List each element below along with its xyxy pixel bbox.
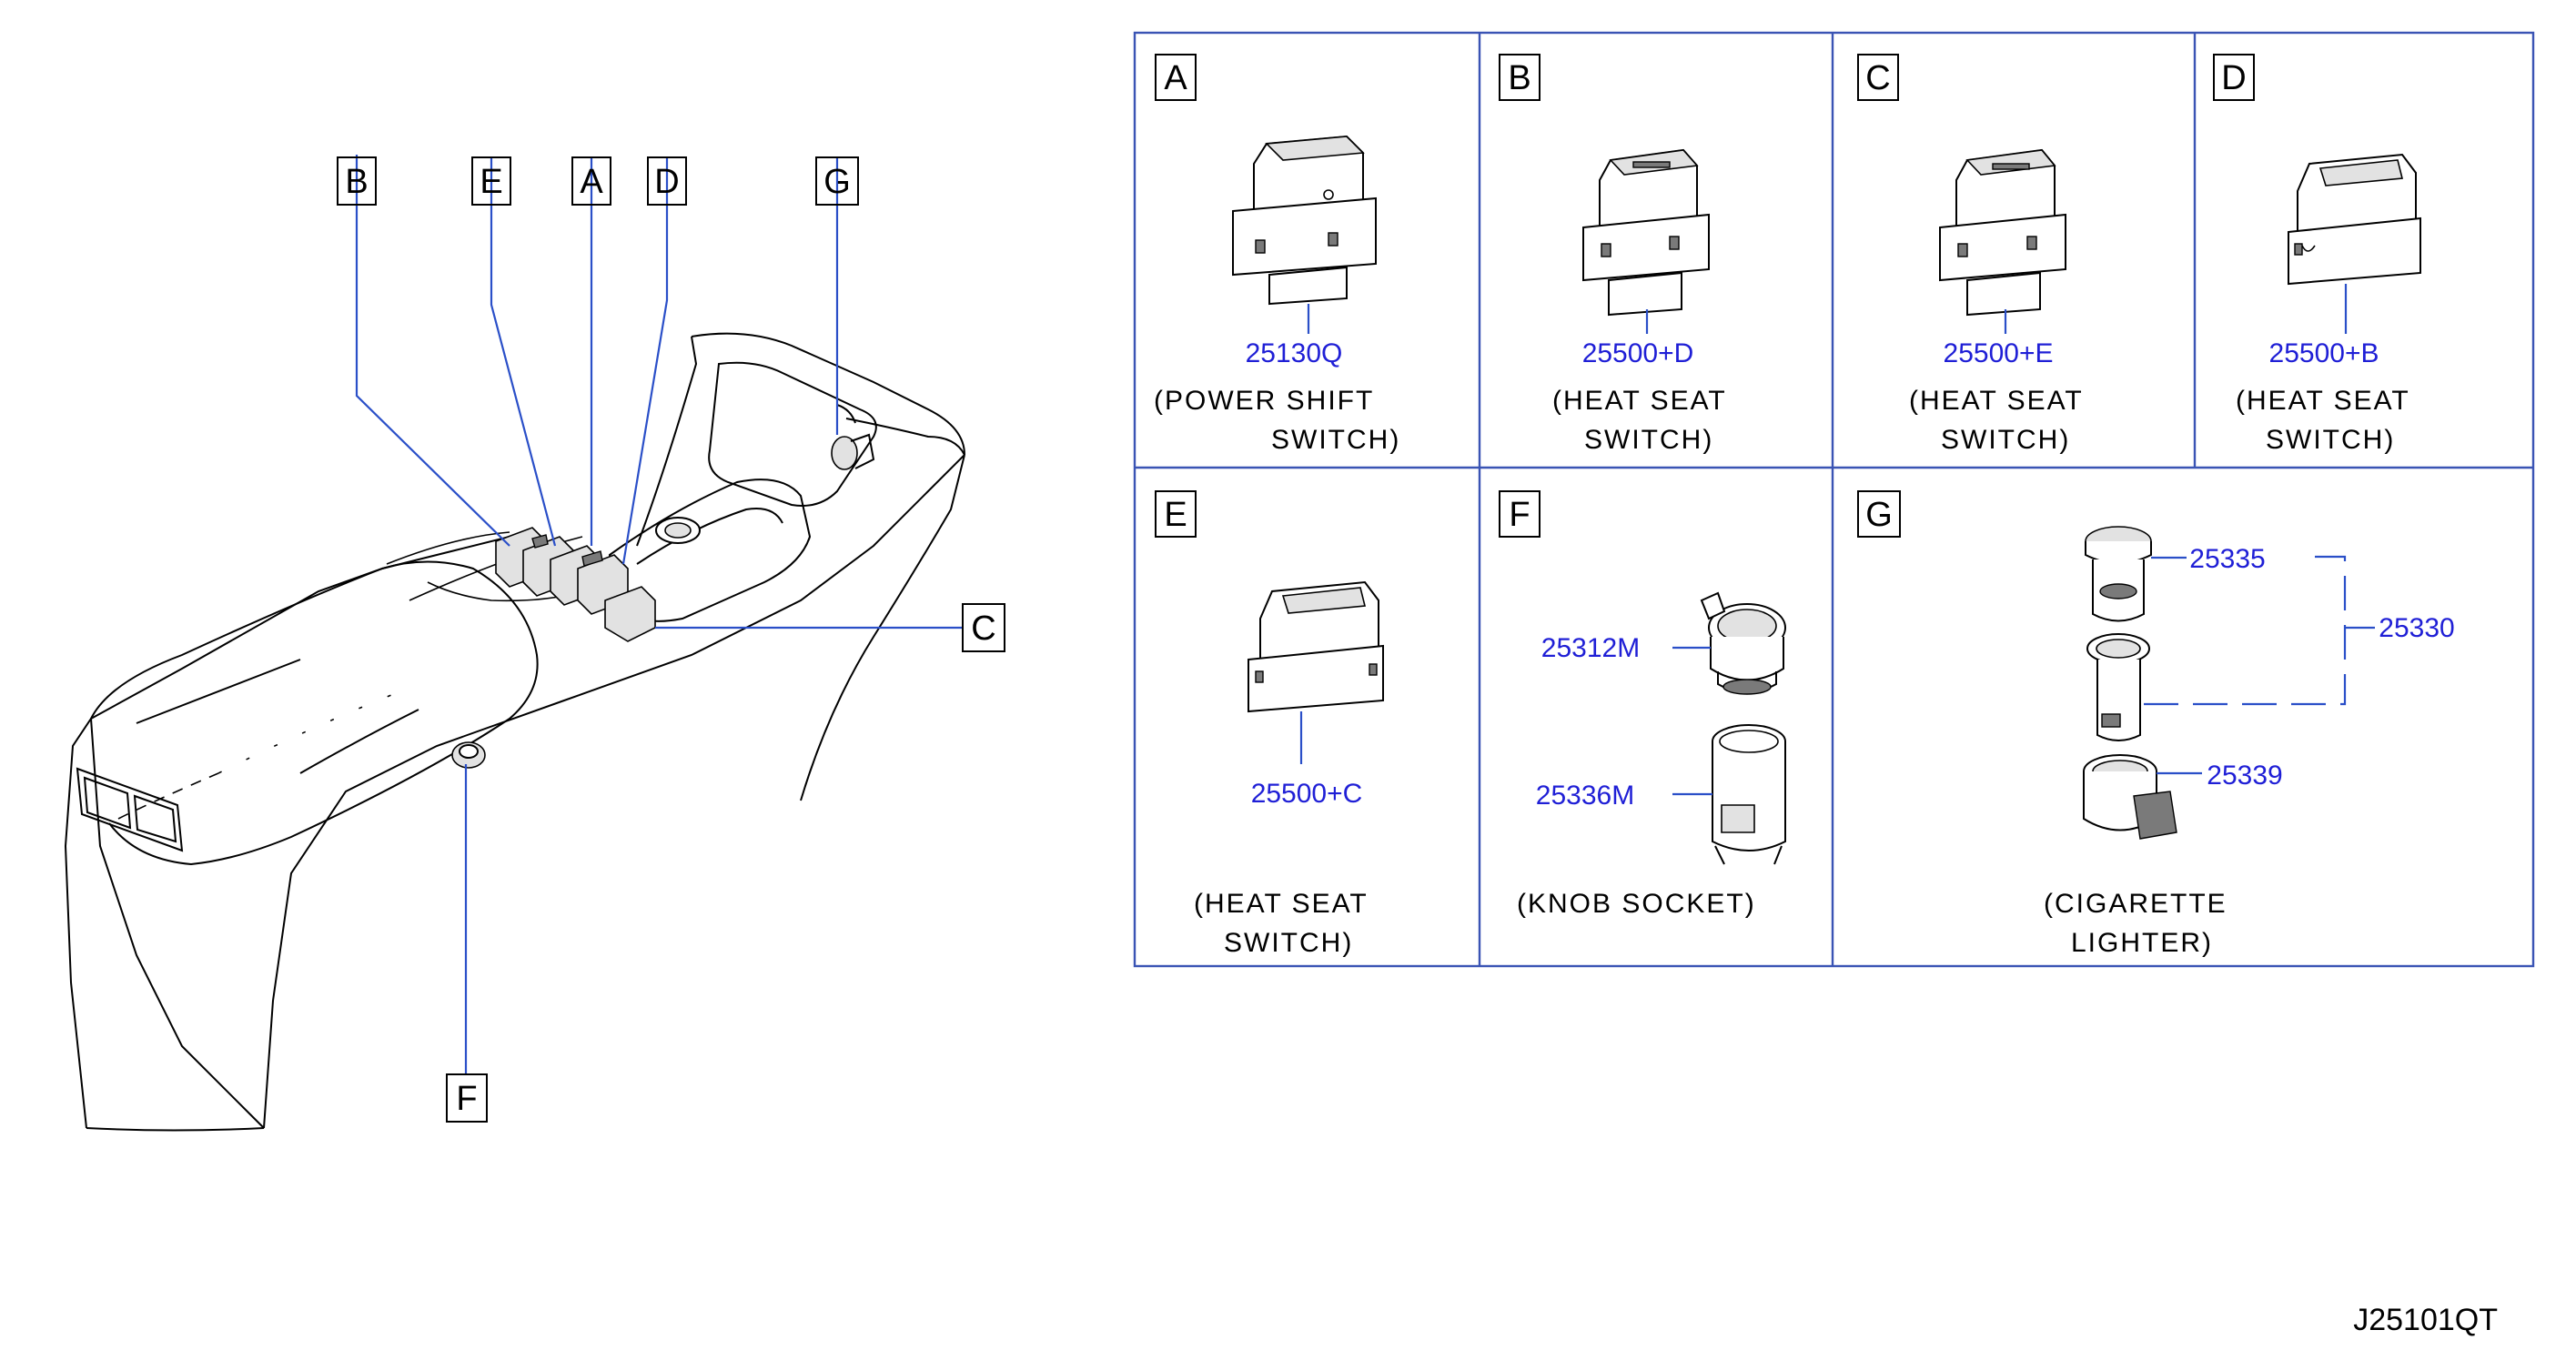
heat-seat-switch-d <box>1582 148 1710 317</box>
svg-text:SWITCH): SWITCH) <box>1941 425 2070 455</box>
svg-text:(HEAT SEAT: (HEAT SEAT <box>2236 386 2410 416</box>
panel-g: G 25335 25330 25339 (CIGARETTE LIGHTER) <box>1857 490 2455 958</box>
panel-b: B 25500+D (HEAT SEAT SWITCH) <box>1499 54 1727 455</box>
callout-D: D <box>647 156 687 206</box>
lighter-element-part <box>2086 633 2150 741</box>
callout-A: A <box>571 156 611 206</box>
svg-text:SWITCH): SWITCH) <box>1584 425 1713 455</box>
panel-a: A 25130Q (POWER SHIFT SWITCH) <box>1154 54 1400 455</box>
svg-text:25312M: 25312M <box>1541 633 1640 663</box>
switch-cluster <box>495 527 656 642</box>
svg-text:(CIGARETTE: (CIGARETTE <box>2044 889 2227 919</box>
svg-text:25130Q: 25130Q <box>1246 338 1343 368</box>
panel-d: D 25500+B (HEAT SEAT SWITCH) <box>2213 54 2421 455</box>
heat-seat-switch-b <box>2288 153 2421 286</box>
svg-text:(HEAT SEAT: (HEAT SEAT <box>1194 889 1369 919</box>
svg-text:B: B <box>345 163 368 201</box>
svg-text:A: A <box>1164 59 1187 97</box>
callout-C: C <box>962 603 1005 652</box>
svg-text:B: B <box>1508 59 1530 97</box>
svg-text:SWITCH): SWITCH) <box>1224 928 1353 958</box>
svg-text:25500+D: 25500+D <box>1582 338 1694 368</box>
parts-grid <box>1133 31 2535 968</box>
svg-text:C: C <box>971 610 995 648</box>
svg-text:25500+B: 25500+B <box>2269 338 2379 368</box>
svg-text:25339: 25339 <box>2207 761 2282 791</box>
power-shift-switch <box>1232 135 1377 306</box>
panel-c: C 25500+E (HEAT SEAT SWITCH) <box>1857 54 2084 455</box>
svg-text:(HEAT SEAT: (HEAT SEAT <box>1909 386 2084 416</box>
svg-text:LIGHTER): LIGHTER) <box>2071 928 2213 958</box>
svg-text:A: A <box>580 163 603 201</box>
heat-seat-switch-e <box>1939 148 2066 317</box>
svg-text:F: F <box>456 1080 477 1118</box>
panel-e: E 25500+C (HEAT SEAT SWITCH) <box>1155 490 1384 958</box>
diagram-code: J25101QT <box>2353 1303 2498 1337</box>
lighter-socket-part <box>2083 754 2177 840</box>
svg-text:(POWER SHIFT: (POWER SHIFT <box>1154 386 1374 416</box>
callout-F: F <box>446 1073 488 1123</box>
svg-text:E: E <box>1164 496 1187 534</box>
svg-text:(KNOB SOCKET): (KNOB SOCKET) <box>1517 889 1756 919</box>
svg-text:D: D <box>2221 59 2246 97</box>
callout-E: E <box>471 156 511 206</box>
svg-text:C: C <box>1865 59 1890 97</box>
svg-text:E: E <box>480 163 502 201</box>
rear-vent <box>76 767 184 852</box>
lighter-on-console <box>831 433 875 470</box>
svg-text:25500+E: 25500+E <box>1944 338 2054 368</box>
heat-seat-switch-c <box>1248 580 1384 713</box>
svg-text:25335: 25335 <box>2189 544 2265 574</box>
svg-text:G: G <box>1865 496 1893 534</box>
svg-text:SWITCH): SWITCH) <box>1271 425 1400 455</box>
knob-part <box>1700 591 1786 695</box>
console-illustration <box>64 155 965 1132</box>
svg-text:25500+C: 25500+C <box>1251 779 1363 809</box>
svg-text:G: G <box>823 163 851 201</box>
svg-text:F: F <box>1509 496 1530 534</box>
socket-on-console <box>451 741 486 769</box>
svg-text:25330: 25330 <box>2379 613 2454 643</box>
lighter-knob-part <box>2085 526 2152 622</box>
svg-text:(HEAT SEAT: (HEAT SEAT <box>1552 386 1727 416</box>
socket-part <box>1712 724 1786 865</box>
svg-text:SWITCH): SWITCH) <box>2266 425 2395 455</box>
svg-text:25336M: 25336M <box>1536 781 1634 811</box>
callout-G: G <box>815 156 859 206</box>
callout-B: B <box>337 156 377 206</box>
panel-f: F 25312M 25336M (KNOB SOCKET) <box>1499 490 1786 919</box>
svg-text:D: D <box>654 163 679 201</box>
